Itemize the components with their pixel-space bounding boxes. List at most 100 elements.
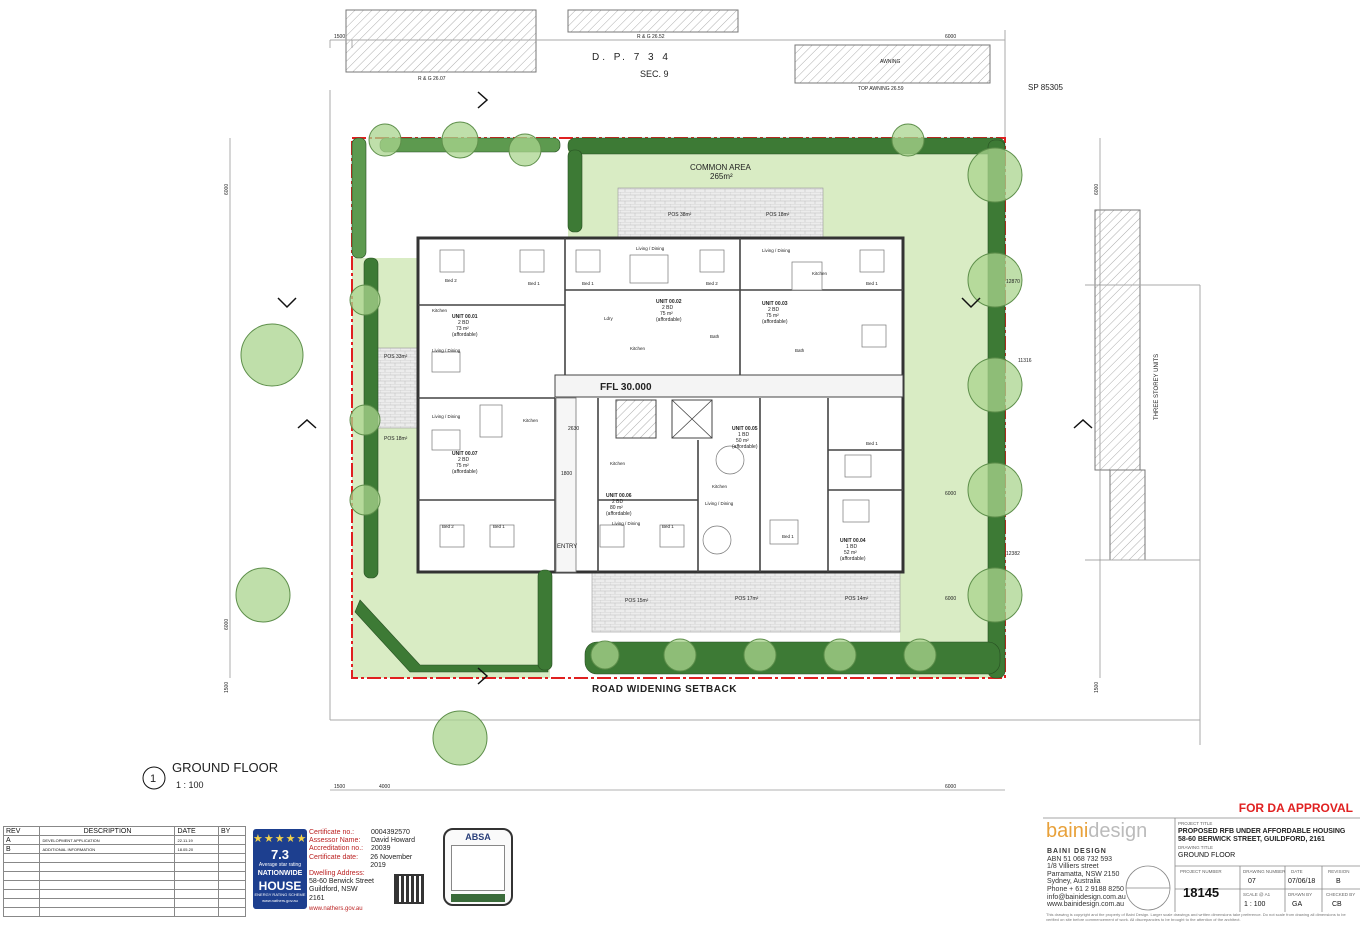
awning-label: AWNING — [880, 59, 900, 65]
cert-date-label: Certificate date: — [309, 853, 359, 861]
pos-label: POS 33m² — [384, 354, 408, 360]
unit-type: (affordable) — [452, 469, 478, 475]
unit-area: 73 m² — [456, 326, 469, 332]
table-row — [2, 853, 246, 863]
table-row — [2, 907, 246, 917]
room-label: Bed 1 — [528, 281, 540, 286]
date-cell: 22.11.19 — [174, 835, 220, 845]
dim-left-bottom: 1500 — [224, 682, 230, 693]
address-line-2: Guildford, NSW — [309, 886, 358, 894]
nathers-certificate: Certificate no.:0004392570 Assessor Name… — [309, 829, 429, 913]
accreditation-label: Accreditation no.: — [309, 845, 364, 853]
drawing-date: 07/06/18 — [1288, 878, 1316, 885]
unit-type: (affordable) — [762, 319, 788, 325]
checked-value: CB — [1332, 901, 1342, 908]
room-label: Living / Dining — [636, 246, 665, 251]
by-col-header: BY — [218, 826, 246, 836]
scale-caption: SCALE @ A1 — [1243, 892, 1271, 897]
project-title-block: PROJECT TITLE PROPOSED RFB UNDER AFFORDA… — [1178, 820, 1358, 860]
firm-phone: Phone + 61 2 9188 8250 — [1047, 885, 1124, 893]
rg-top-label: R & G 26.52 — [637, 34, 665, 40]
paved-courtyards — [366, 187, 901, 633]
project-title-line-2: 58-60 BERWICK STREET, GUILDFORD, 2161 — [1178, 836, 1325, 843]
dim-top-left: 1500 — [334, 34, 345, 40]
ffl-label: FFL 30.000 — [600, 382, 652, 393]
neighbour-label: THREE STOREY UNITS — [1154, 354, 1160, 420]
section-markers — [277, 91, 1093, 685]
table-row — [2, 880, 246, 890]
road-setback-label: ROAD WIDENING SETBACK — [592, 684, 737, 695]
room-label: Bed 2 — [706, 281, 718, 286]
unit-label: UNIT 00.06 — [606, 493, 632, 499]
firm-address-1: 1/8 Villiers street — [1047, 863, 1099, 871]
copyright-disclaimer: This drawing is copyright and the proper… — [1046, 912, 1346, 922]
rg-left-label: R & G 26.07 — [418, 76, 446, 82]
drawing-title-caption: DRAWING TITLE — [1178, 845, 1214, 850]
dim-bottom-1: 1500 — [334, 784, 345, 790]
logo-sub: design — [1088, 820, 1148, 842]
unit-beds: 2 BD — [662, 305, 674, 311]
unit-area: 52 m² — [844, 550, 857, 556]
room-label: Bed 2 — [445, 278, 457, 283]
neighbour-buildings — [345, 9, 1146, 561]
common-area-size: 265m² — [710, 172, 733, 181]
table-row — [2, 871, 246, 881]
pos-label: POS 14m² — [845, 596, 869, 602]
view-title-text: GROUND FLOOR — [172, 760, 278, 775]
room-label: Living / Dining — [432, 348, 461, 353]
unit-area: 75 m² — [660, 311, 673, 317]
section-label: SEC. 9 — [640, 69, 669, 79]
dimension-lines — [229, 40, 1101, 791]
room-label: Living / Dining — [762, 248, 791, 253]
unit-beds: 2 BD — [612, 499, 624, 505]
unit-beds: 2 BD — [768, 307, 780, 313]
drawn-caption: DRAWN BY — [1288, 892, 1313, 897]
plan-labels: D. P. 7 3 4 SEC. 9 SP 85305 R & G 26.52 … — [224, 34, 1160, 790]
sp-label: SP 85305 — [1028, 83, 1064, 92]
view-scale: 1 : 100 — [176, 780, 204, 790]
dim-left-upper: 6000 — [224, 184, 230, 195]
room-label: Kitchen — [712, 484, 728, 489]
nathers-badge-url: www.nathers.gov.au — [262, 898, 298, 903]
entry-label: ENTRY — [557, 544, 577, 550]
unit-beds: 1 BD — [846, 544, 858, 550]
table-row: B ADDITIONAL INFORMATION 18.05.20 — [2, 844, 246, 854]
unit-beds: 2 BD — [458, 320, 470, 326]
unit-area: 50 m² — [736, 438, 749, 444]
checked-caption: CHECKED BY — [1326, 892, 1356, 897]
unit-type: (affordable) — [606, 511, 632, 517]
room-label: Kitchen — [812, 271, 828, 276]
unit-area: 75 m² — [766, 313, 779, 319]
rev-cell: A — [2, 835, 41, 845]
pos-label: POS 17m² — [735, 596, 759, 602]
absa-logo-bar — [451, 894, 505, 902]
rev-col-header: REV — [2, 826, 41, 836]
dim-right-mid1: 6000 — [945, 491, 956, 497]
common-area-label: COMMON AREA — [690, 163, 752, 172]
dim-r1: 12870 — [1006, 279, 1020, 285]
table-row — [2, 862, 246, 872]
dim-right-bottom: 1500 — [1094, 682, 1100, 693]
table-row — [2, 898, 246, 908]
nathers-url: www.nathers.gov.au — [309, 905, 363, 912]
rev-cell: B — [2, 844, 41, 854]
accreditation-value: 20039 — [371, 845, 391, 853]
unit-label: UNIT 00.01 — [452, 314, 478, 320]
dim-right-mid2: 6000 — [945, 596, 956, 602]
project-number: 18145 — [1183, 885, 1220, 900]
nathers-score: 7.3 — [270, 847, 290, 862]
view-number: 1 — [150, 773, 156, 785]
date-col-header: DATE — [174, 826, 220, 836]
room-label: Living / Dining — [432, 414, 461, 419]
absa-details-box — [451, 845, 505, 891]
description-cell: DEVELOPMENT APPLICATION — [39, 835, 176, 845]
room-label: Ldry — [604, 316, 614, 321]
unit-beds: 2 BD — [458, 457, 470, 463]
room-label: Kitchen — [610, 461, 626, 466]
room-label: Bed 1 — [582, 281, 594, 286]
nathers-badge-title-1: NATIONWIDE — [257, 870, 303, 877]
unit-type: (affordable) — [656, 317, 682, 323]
room-label: Bath — [795, 348, 805, 353]
top-awning-label: TOP AWNING 26.59 — [858, 86, 904, 92]
firm-details: BAINI DESIGN ABN 51 068 732 593 1/8 Vill… — [1047, 848, 1126, 909]
